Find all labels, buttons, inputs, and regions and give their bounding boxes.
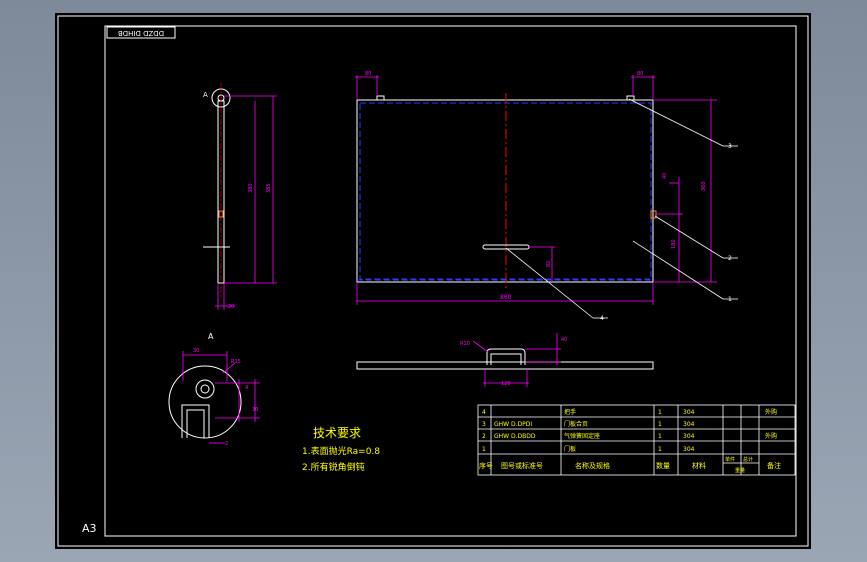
svg-text:2: 2 [482, 433, 486, 440]
dim-front-lower: 180 [671, 239, 677, 249]
callout-2: 2 [728, 255, 732, 262]
dim-front-top-right: 80 [637, 71, 643, 77]
dim-top-small: 40 [561, 337, 567, 343]
svg-text:材料: 材料 [692, 461, 706, 470]
dim-side-bottom: 20 [228, 304, 234, 310]
dim-detail-r: R15 [231, 359, 241, 365]
bom-header: 序号 图号或标准号 名称及规格 数量 材料 单件 总计 重量 备注 [479, 456, 781, 474]
inner-frame [104, 25, 797, 537]
dim-detail-bottom: 2 [225, 441, 228, 447]
callout-1: 1 [728, 296, 732, 303]
door-panel-outline [356, 99, 654, 283]
svg-text:GHW D.DPDI: GHW D.DPDI [494, 421, 532, 428]
front-dimensions [355, 75, 717, 305]
detail-label: A [208, 332, 214, 341]
svg-text:1: 1 [658, 446, 662, 453]
handle-top [486, 348, 526, 365]
tech-note-1: 1.表面抛光Ra=0.8 [302, 445, 380, 457]
dim-detail-a: 4 [245, 385, 248, 391]
bom-table [477, 404, 796, 476]
dim-front-center: 82 [546, 261, 552, 267]
bom-rows: 4 把手 1 304 外购 3 GHW D.DPDI 门板合页 1 304 2 … [479, 408, 781, 474]
svg-text:1: 1 [658, 421, 662, 428]
dim-top-width: 120 [501, 381, 511, 387]
hinge-left [376, 95, 385, 101]
sheet-size: A3 [82, 522, 97, 535]
drawing-sheet: DDZD DIHDB A3 [55, 13, 811, 549]
tech-title: 技术要求 [313, 426, 361, 440]
detail-circle [168, 365, 242, 439]
dim-side-a: 380 [248, 183, 254, 193]
dim-front-width: 860 [500, 294, 512, 301]
dim-front-height: 360 [701, 181, 707, 191]
svg-text:304: 304 [683, 446, 695, 453]
dim-top-r: R10 [460, 341, 470, 347]
svg-text:304: 304 [683, 421, 695, 428]
tech-note-2: 2.所有锐角倒钝 [302, 461, 365, 473]
svg-text:总计: 总计 [743, 456, 753, 463]
drawing-number: DDZD DIHDB [118, 29, 164, 37]
leader-lines [505, 98, 738, 319]
bom-row: 2 GHW D.DBDD 气弹簧固定座 1 304 外购 [482, 432, 777, 440]
drawing-number-box [106, 26, 176, 39]
callout-4: 4 [600, 315, 604, 322]
svg-text:名称及规格: 名称及规格 [575, 461, 610, 470]
svg-text:外购: 外购 [765, 432, 777, 440]
bom-row: 1 门板 1 304 [482, 445, 695, 453]
top-panel [356, 361, 654, 370]
side-view: 380 385 20 A [203, 83, 277, 310]
callout-3: 3 [728, 143, 732, 150]
svg-text:1: 1 [482, 446, 486, 453]
cad-drawing: DDZD DIHDB A3 [57, 15, 809, 547]
gas-spring-mount [650, 210, 657, 219]
svg-text:304: 304 [683, 409, 695, 416]
svg-text:304: 304 [683, 433, 695, 440]
bom-row: 4 把手 1 304 外购 [482, 408, 777, 416]
section-label: A [203, 91, 208, 99]
dim-detail-top: 30 [193, 348, 199, 354]
svg-text:序号: 序号 [479, 461, 493, 470]
front-view: 80 80 860 360 40 180 82 [355, 71, 717, 305]
dim-side-b: 385 [266, 183, 272, 193]
svg-text:备注: 备注 [767, 461, 781, 470]
svg-text:把手: 把手 [564, 408, 576, 416]
dim-detail-b: 30 [252, 407, 258, 413]
bom-row: 3 GHW D.DPDI 门板合页 1 304 [482, 420, 695, 428]
dim-front-small: 40 [662, 173, 668, 179]
svg-text:1: 1 [658, 409, 662, 416]
svg-text:3: 3 [482, 421, 486, 428]
dim-front-top-left: 80 [365, 71, 371, 77]
svg-text:门板合页: 门板合页 [564, 420, 588, 428]
svg-text:GHW D.DBDD: GHW D.DBDD [494, 433, 536, 440]
svg-text:外购: 外购 [765, 408, 777, 416]
svg-text:单件: 单件 [725, 456, 735, 463]
svg-text:重量: 重量 [735, 467, 745, 474]
svg-text:门板: 门板 [564, 445, 576, 453]
svg-text:1: 1 [658, 433, 662, 440]
top-view: 120 R10 40 [356, 333, 654, 387]
svg-text:4: 4 [482, 409, 486, 416]
detail-a: 30 R15 4 30 2 A [168, 332, 260, 447]
svg-text:数量: 数量 [656, 461, 670, 470]
outer-frame [57, 15, 809, 547]
svg-text:气弹簧固定座: 气弹簧固定座 [564, 432, 600, 440]
svg-text:图号或标准号: 图号或标准号 [501, 461, 543, 470]
